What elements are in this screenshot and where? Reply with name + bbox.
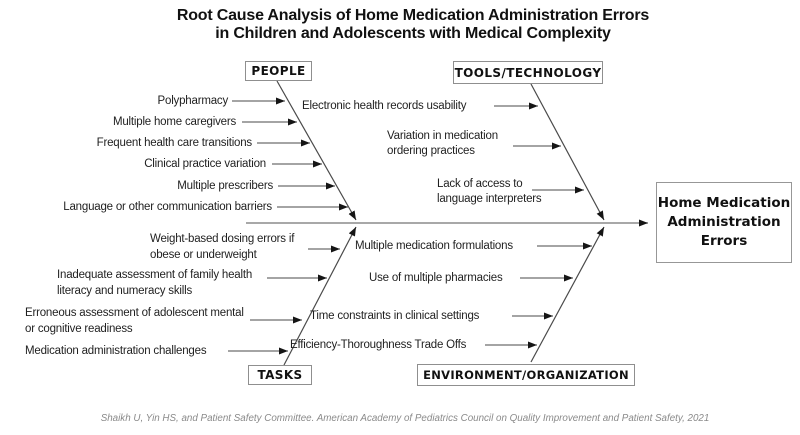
cause-label: Language or other communication barriers: [63, 201, 272, 213]
cause-label: Electronic health records usability: [302, 100, 467, 112]
cause-label: Efficiency-Thoroughness Trade Offs: [290, 339, 467, 351]
cause-label: Time constraints in clinical settings: [310, 310, 480, 322]
environment-bone: [530, 226, 605, 363]
cause-label: Multiple prescribers: [177, 180, 273, 192]
cause-label: Clinical practice variation: [144, 158, 266, 170]
category-label-tasks: TASKS: [257, 368, 303, 382]
category-label-tools: TOOLS/TECHNOLOGY: [454, 65, 602, 80]
cause-label: Use of multiple pharmacies: [369, 272, 503, 284]
cause-label: Frequent health care transitions: [96, 137, 253, 149]
cause-label: Multiple home caregivers: [112, 116, 236, 128]
tools-bone: [530, 83, 605, 221]
citation-text: Shaikh U, Yin HS, and Patient Safety Com…: [100, 413, 710, 424]
cause-label: Lack of access to language interpreters: [437, 178, 542, 205]
tasks-bone: [283, 226, 357, 366]
category-label-people: PEOPLE: [251, 64, 306, 78]
cause-label: Erroneous assessment of adolescent menta…: [25, 307, 244, 335]
cause-label: Weight-based dosing errors if obese or u…: [150, 233, 295, 261]
cause-label: Variation in medication ordering practic…: [387, 130, 498, 157]
branch-bones: [276, 80, 605, 366]
cause-label: Multiple medication formulations: [355, 240, 513, 252]
title-line-2: in Children and Adolescents with Medical…: [215, 25, 611, 42]
people-bone: [276, 80, 357, 221]
category-label-environment: ENVIRONMENT/ORGANIZATION: [423, 368, 629, 382]
page-title: Root Cause Analysis of Home Medication A…: [0, 7, 800, 43]
category-box-people: PEOPLE: [245, 61, 312, 81]
category-box-environment: ENVIRONMENT/ORGANIZATION: [417, 364, 635, 386]
cause-arrows: [228, 97, 592, 355]
cause-label: Inadequate assessment of family health l…: [57, 269, 253, 297]
category-box-tools: TOOLS/TECHNOLOGY: [453, 61, 603, 84]
cause-label: Polypharmacy: [157, 95, 229, 107]
effect-box: Home Medication Administration Errors: [656, 182, 792, 263]
cause-label: Medication administration challenges: [25, 345, 207, 357]
title-line-1: Root Cause Analysis of Home Medication A…: [176, 7, 650, 24]
category-box-tasks: TASKS: [248, 365, 312, 385]
